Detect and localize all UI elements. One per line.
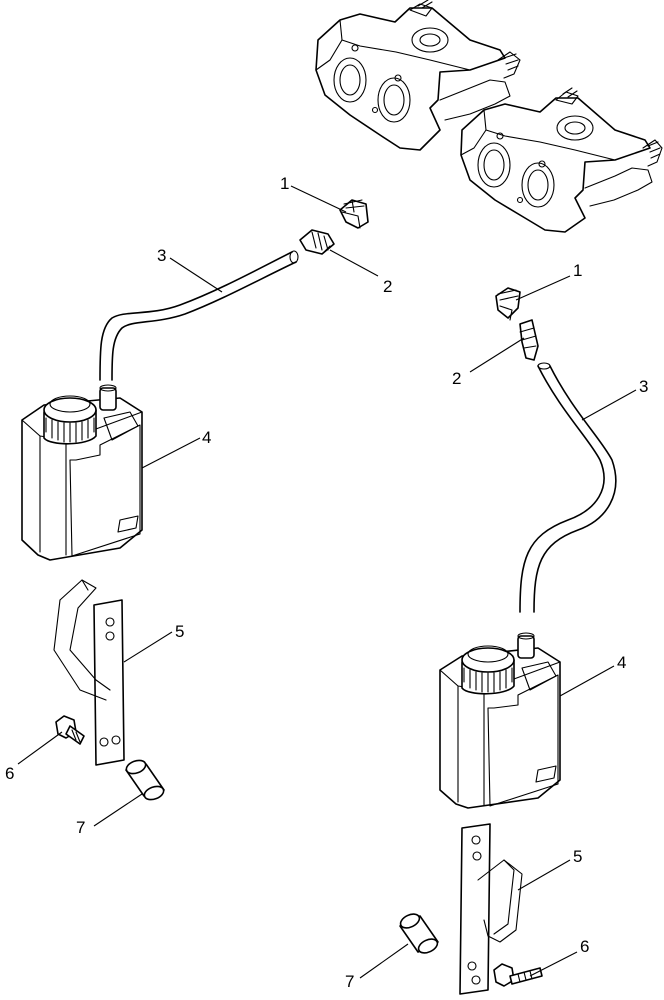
label-right-fitting-elbow: 1 [573,261,582,280]
label-left-hose: 3 [157,246,166,265]
callout-lines [17,185,637,979]
right-elbow-fitting [495,287,521,321]
left-barb-fitting [299,229,335,255]
label-right-bolt: 6 [580,937,589,956]
label-right-barb-fitting: 2 [452,369,461,388]
label-left-bolt: 6 [5,764,14,783]
left-spacer [125,759,165,801]
label-left-spacer: 7 [76,818,85,837]
left-elbow-fitting [339,199,369,229]
left-reservoir [21,384,143,561]
left-bracket [53,579,125,766]
label-left-barb-fitting: 2 [383,277,392,296]
label-left-fitting-elbow: 1 [280,174,289,193]
left-bolt [55,715,85,745]
left-hose [99,250,299,381]
right-hose [519,362,617,613]
valve-block-upper [315,0,521,151]
right-bracket [459,823,523,995]
right-bolt [493,963,543,987]
label-right-reservoir: 4 [617,653,626,672]
label-left-bracket: 5 [175,622,184,641]
label-right-hose: 3 [639,377,648,396]
right-spacer [399,913,439,954]
right-barb-fitting [519,319,539,361]
label-right-spacer: 7 [345,972,354,991]
right-reservoir [439,632,561,809]
label-right-bracket: 5 [573,847,582,866]
label-left-reservoir: 4 [202,428,211,447]
callout-labels: 1 2 3 4 5 6 7 1 2 3 4 5 6 7 [5,174,648,991]
valve-block-lower [460,87,663,233]
